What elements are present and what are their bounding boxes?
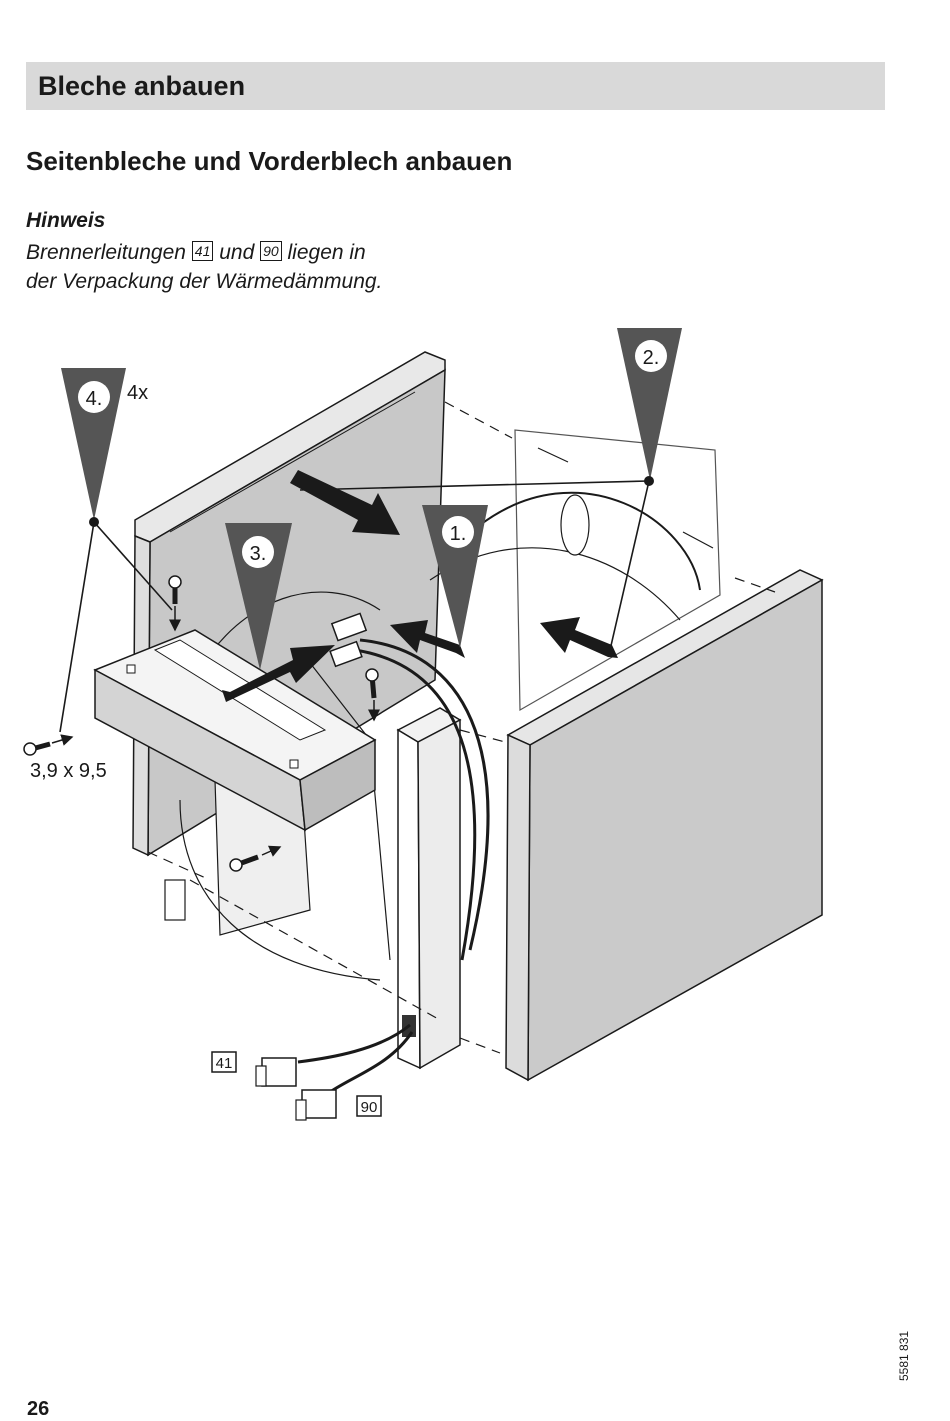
part-label-41: 41 (211, 1051, 237, 1073)
direction-arrow-icon (290, 470, 400, 535)
note-text: Brennerleitungen 41 und 90 liegen in der… (26, 238, 526, 296)
assembly-figure: 1. 2. 3. 4. 4x 3,9 x 9,5 41 90 (23, 328, 824, 1121)
step-4-marker: 4. 4x (61, 368, 148, 527)
part-90-text: 90 (361, 1099, 378, 1116)
note-text-part3: liegen in (281, 241, 366, 264)
doc-number: 5581 831 (897, 1330, 911, 1381)
connector-41 (255, 1057, 297, 1087)
note-ref-90: 90 (260, 241, 282, 261)
direction-arrow-icon (222, 645, 335, 702)
step-2-label: 2. (643, 347, 660, 369)
connector-top-41 (329, 612, 368, 668)
step-4-label: 4. (86, 388, 103, 410)
section-header-bar: Bleche anbauen (26, 62, 885, 110)
note-text-part2: und (213, 241, 261, 264)
screw-count-label: 4x (127, 382, 148, 404)
part-41-text: 41 (216, 1055, 233, 1072)
screw-arrows (51, 606, 380, 857)
leader-lines (59, 480, 650, 733)
front-column (396, 707, 462, 1070)
part-label-90: 90 (356, 1095, 382, 1117)
note-title: Hinweis (26, 209, 106, 232)
section-title: Bleche anbauen (38, 70, 246, 101)
screw-icon (168, 575, 182, 604)
note-text-part1: Brennerleitungen (26, 241, 192, 264)
right-side-panel (505, 569, 824, 1082)
step-1-marker: 1. (422, 505, 488, 648)
step-3-marker: 3. (225, 523, 292, 670)
note-text-line2: der Verpackung der Wärmedämmung. (26, 270, 383, 293)
direction-arrow-icon (390, 620, 465, 658)
connector-90 (295, 1089, 337, 1121)
note-ref-41: 41 (191, 241, 214, 261)
step-2-marker: 2. (617, 328, 682, 486)
step-1-label: 1. (450, 523, 467, 545)
screw-icon (23, 741, 51, 756)
screw-icon (229, 854, 259, 872)
burner-cables (297, 638, 490, 1094)
step-3-label: 3. (250, 543, 267, 565)
guide-lines (147, 401, 776, 1054)
direction-arrow-icon (540, 617, 618, 658)
page-number: 26 (27, 1398, 50, 1420)
page-subtitle: Seitenbleche und Vorderblech anbauen (26, 146, 513, 176)
screw-icon (365, 668, 379, 699)
screw-size-label: 3,9 x 9,5 (30, 760, 107, 782)
